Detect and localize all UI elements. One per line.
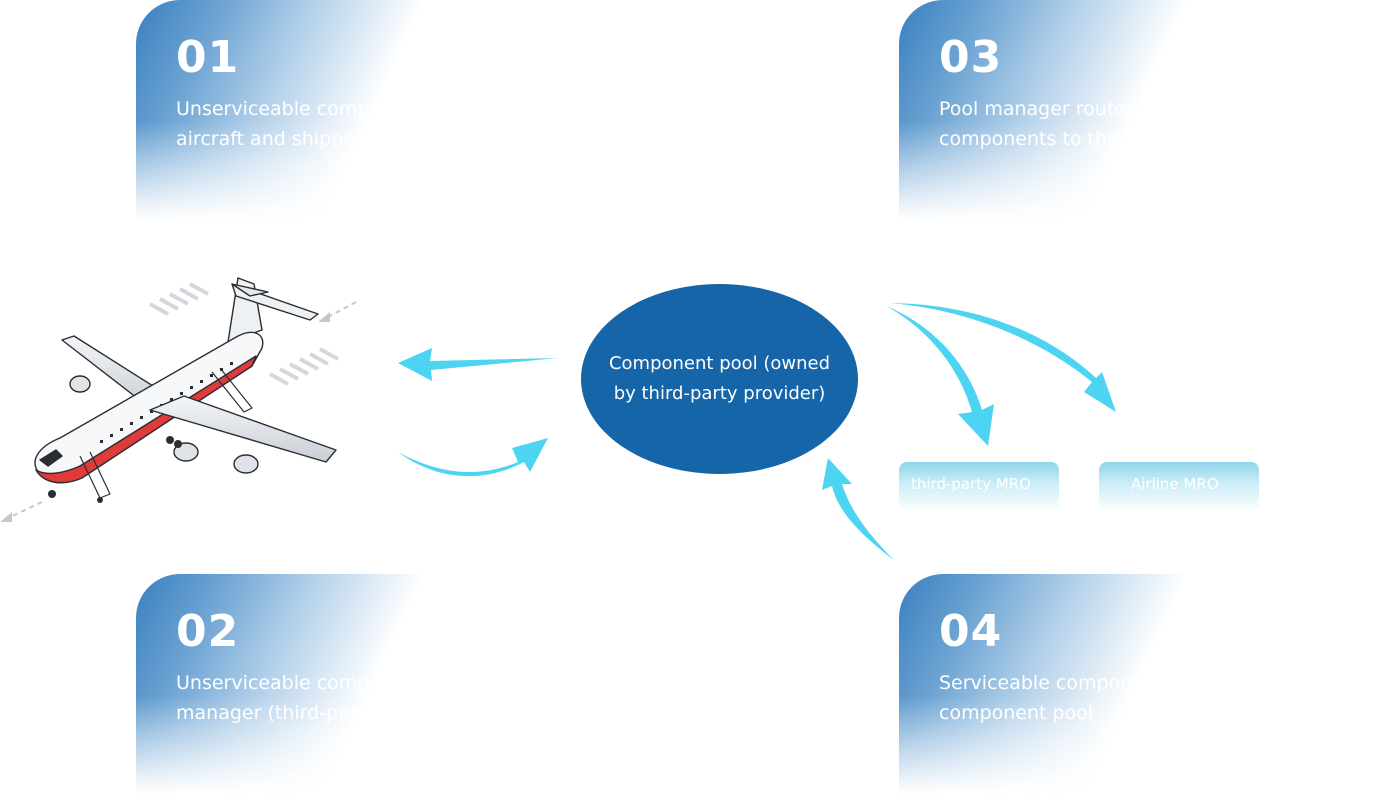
- step-description: Unserviceable components removed from th…: [176, 98, 612, 150]
- arrow-mro-to-pool: [822, 458, 894, 560]
- runway-markings-icon: [149, 282, 339, 386]
- direction-arrow-icon: [7, 301, 357, 519]
- mro-label: third-party MRO: [911, 475, 1031, 493]
- arrow-pool-to-third-party-mro: [886, 306, 994, 446]
- step-description: Serviceable components returned to the c…: [939, 672, 1324, 724]
- step-number: 03: [939, 32, 1003, 83]
- third-party-mro-box: third-party MRO: [899, 462, 1059, 512]
- arrow-pool-to-aircraft: [398, 348, 558, 381]
- aircraft-icon: [34, 277, 337, 503]
- arrow-aircraft-to-pool: [398, 438, 548, 477]
- step-card-01: 01 Unserviceable components removed from…: [136, 0, 636, 220]
- step-card-02: 02 Unserviceable components sent to the …: [136, 574, 636, 794]
- step-number: 04: [939, 606, 1003, 657]
- step-card-03: 03 Pool manager routes unserviceable com…: [899, 0, 1399, 220]
- component-pool-label: Component pool (owned by third-party pro…: [608, 353, 831, 404]
- mro-label: Airline MRO: [1131, 475, 1219, 493]
- step-description: Unserviceable components sent to the poo…: [176, 672, 591, 724]
- component-pool: Component pool (owned by third-party pro…: [581, 284, 858, 474]
- step-card-04: 04 Serviceable components returned to th…: [899, 574, 1399, 794]
- step-number: 02: [176, 606, 240, 657]
- step-description: Pool manager routes unserviceable compon…: [939, 98, 1275, 150]
- arrow-pool-to-airline-mro: [890, 303, 1116, 412]
- airline-mro-box: Airline MRO: [1099, 462, 1259, 512]
- step-number: 01: [176, 32, 240, 83]
